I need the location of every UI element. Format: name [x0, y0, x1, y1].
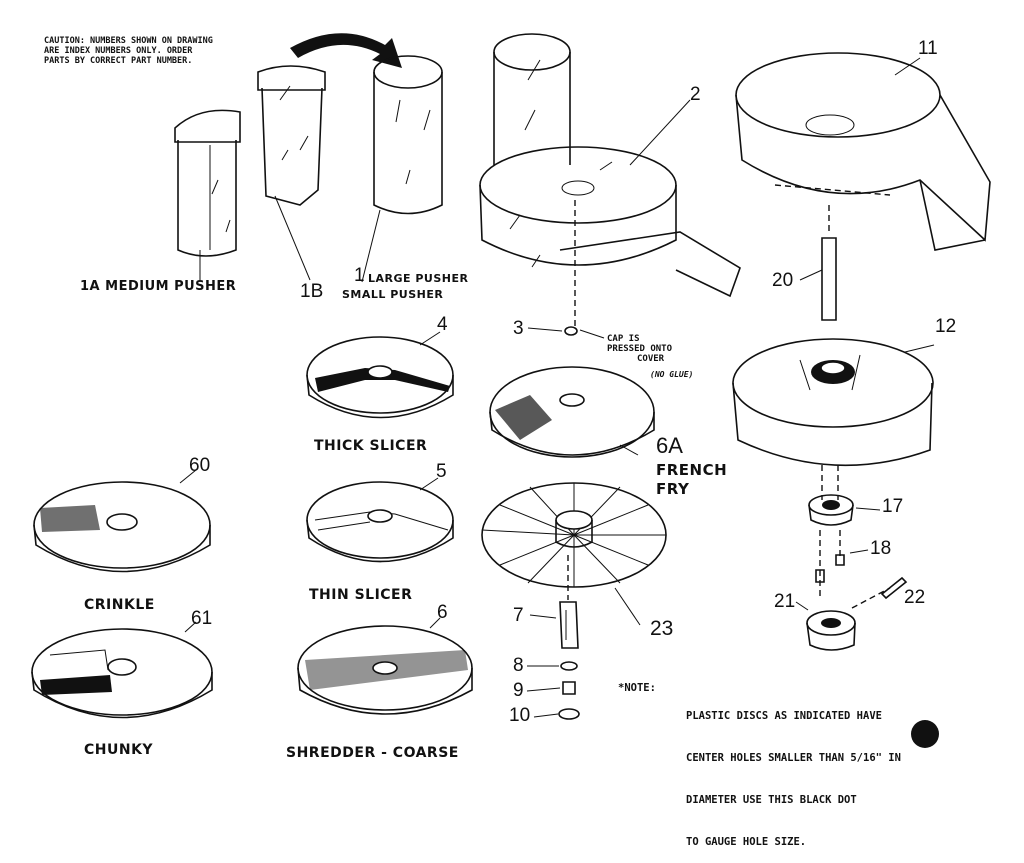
number-17: 17	[882, 496, 904, 517]
number-6: 6	[437, 602, 448, 623]
number-21: 21	[774, 591, 796, 612]
spring	[835, 554, 845, 566]
number-23: 23	[650, 617, 674, 640]
caution-note: CAUTION: NUMBERS SHOWN ON DRAWING ARE IN…	[44, 36, 213, 66]
label-large-pusher: LARGE PUSHER	[368, 272, 469, 285]
number-2: 2	[690, 84, 701, 105]
number-61: 61	[191, 608, 213, 629]
number-5: 5	[436, 461, 447, 482]
label-chunky: CHUNKY	[84, 742, 154, 758]
caution-line: CAUTION: NUMBERS SHOWN ON DRAWING	[44, 36, 213, 46]
note-label: *NOTE:	[618, 682, 656, 694]
number-8: 8	[513, 655, 524, 676]
cap-note-line: PRESSED ONTO	[607, 344, 673, 354]
label-fry: FRY	[656, 480, 690, 498]
large-pusher	[373, 55, 443, 215]
washer-10	[558, 708, 580, 720]
crinkle-disc	[33, 481, 211, 573]
number-1: 1	[354, 265, 365, 286]
pin	[815, 569, 825, 583]
number-12: 12	[935, 316, 957, 337]
chunky-disc	[31, 628, 213, 719]
washer-8	[560, 661, 578, 671]
cap-note-line: COVER	[637, 354, 665, 364]
roll-pin	[880, 576, 908, 600]
note-text: PLASTIC DISCS AS INDICATED HAVE CENTER H…	[686, 681, 901, 863]
number-6a: 6A	[656, 433, 683, 458]
note-line: CENTER HOLES SMALLER THAN 5/16" IN	[686, 752, 901, 764]
nut-9	[562, 681, 576, 695]
number-20: 20	[772, 270, 794, 291]
cap-note: CAP IS PRESSED ONTO COVER	[607, 334, 672, 364]
number-9: 9	[513, 680, 524, 701]
cap	[564, 326, 605, 339]
number-11: 11	[918, 38, 938, 59]
french-fry-disc	[489, 366, 655, 458]
label-crinkle: CRINKLE	[84, 597, 155, 613]
number-1b: 1B	[300, 281, 324, 302]
small-pusher	[257, 65, 326, 206]
number-60: 60	[189, 455, 211, 476]
label-french: FRENCH	[656, 461, 728, 479]
medium-pusher	[174, 109, 241, 257]
caution-line: ARE INDEX NUMBERS ONLY. ORDER	[44, 46, 193, 56]
drive-shaft	[821, 237, 837, 321]
hub	[806, 610, 856, 651]
label-thick-slicer: THICK SLICER	[314, 438, 428, 454]
label-thin-slicer: THIN SLICER	[309, 587, 413, 603]
thin-slicer-disc	[306, 481, 454, 563]
bowl-base	[732, 338, 934, 467]
number-18: 18	[870, 538, 892, 559]
cap-note-line: CAP IS	[607, 334, 640, 344]
label-shredder-coarse: SHREDDER - COARSE	[286, 745, 459, 761]
number-3: 3	[513, 318, 524, 339]
number-7: 7	[513, 605, 524, 626]
parts-diagram	[31, 33, 991, 748]
gauge-dot-icon	[911, 720, 939, 748]
rotation-arrow	[290, 33, 402, 68]
bowl-top	[735, 52, 991, 251]
number-10: 10	[509, 705, 531, 726]
caution-line: PARTS BY CORRECT PART NUMBER.	[44, 56, 193, 66]
note-line: PLASTIC DISCS AS INDICATED HAVE	[686, 710, 882, 722]
number-22: 22	[904, 587, 926, 608]
leader-lines	[179, 57, 935, 718]
label-small-pusher: SMALL PUSHER	[342, 288, 444, 301]
thick-slicer-disc	[306, 336, 454, 419]
shredder-disc	[297, 625, 473, 715]
disc-hub-star	[481, 482, 667, 588]
note-line: DIAMETER USE THIS BLACK DOT	[686, 794, 857, 806]
no-glue-note: (NO GLUE)	[650, 370, 694, 379]
disc-stem	[559, 601, 579, 649]
cover	[479, 33, 741, 298]
number-4: 4	[437, 314, 448, 335]
coupling	[808, 465, 854, 526]
note-line: TO GAUGE HOLE SIZE.	[686, 836, 807, 848]
label-medium-pusher: 1A MEDIUM PUSHER	[80, 279, 237, 294]
